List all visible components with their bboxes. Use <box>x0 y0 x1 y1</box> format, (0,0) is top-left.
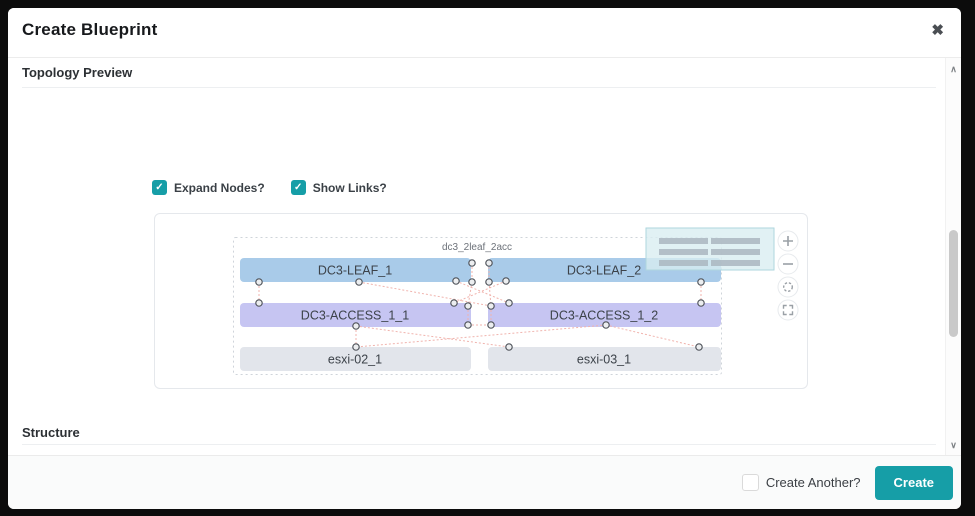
show-links-toggle[interactable]: ✓ Show Links? <box>290 180 387 195</box>
modal-scrollbar[interactable]: ∧ ∨ <box>945 58 961 455</box>
modal-header: Create Blueprint ✖ <box>8 8 961 58</box>
divider <box>22 87 936 88</box>
zoom-out-button[interactable] <box>777 253 799 275</box>
node-access11[interactable] <box>240 303 471 327</box>
minimap-node-bars <box>659 238 760 266</box>
node-leaf1[interactable] <box>240 258 471 282</box>
node-leaf2-label: DC3-LEAF_2 <box>567 264 641 278</box>
node-esxi02[interactable] <box>240 347 471 371</box>
create-blueprint-modal: Create Blueprint ✖ Topology Preview ✓ Ex… <box>8 8 961 509</box>
topology-minimap[interactable] <box>645 227 775 271</box>
rack-boundary <box>233 237 722 375</box>
scroll-up-icon[interactable]: ∧ <box>950 64 957 74</box>
show-links-label[interactable]: Show Links? <box>312 180 387 195</box>
expand-nodes-toggle[interactable]: ✓ Expand Nodes? <box>152 180 265 195</box>
create-button[interactable]: Create <box>874 465 953 500</box>
topology-options: ✓ Expand Nodes? ✓ Show Links? <box>152 180 387 195</box>
close-icon[interactable]: ✖ <box>931 22 944 39</box>
node-esxi03[interactable] <box>488 347 721 371</box>
topology-svg: dc3_2leaf_2acc DC3-LEAF_1 DC3-LEAF_2 DC3… <box>233 227 799 375</box>
plus-icon <box>783 236 793 246</box>
node-access12[interactable] <box>488 303 721 327</box>
interface-dots <box>255 259 705 351</box>
scrollbar-thumb[interactable] <box>949 230 958 337</box>
rack-group-label: dc3_2leaf_2acc <box>442 242 512 253</box>
divider <box>22 444 936 445</box>
topology-preview-heading: Topology Preview <box>22 65 133 80</box>
expand-nodes-label[interactable]: Expand Nodes? <box>174 180 265 195</box>
structure-heading: Structure <box>22 425 80 440</box>
checkbox-checked-icon[interactable]: ✓ <box>152 180 167 195</box>
node-access11-label: DC3-ACCESS_1_1 <box>301 309 409 323</box>
checkbox-checked-icon[interactable]: ✓ <box>290 180 306 195</box>
fullscreen-icon <box>782 304 794 316</box>
scroll-down-icon[interactable]: ∨ <box>950 440 957 450</box>
create-another-label[interactable]: Create Another? <box>765 475 861 490</box>
modal-title: Create Blueprint <box>22 20 158 39</box>
topology-preview-canvas[interactable]: dc3_2leaf_2acc DC3-LEAF_1 DC3-LEAF_2 DC3… <box>154 213 808 389</box>
zoom-in-button[interactable] <box>777 230 799 252</box>
create-another-checkbox[interactable] <box>741 474 759 491</box>
fit-button[interactable] <box>777 299 799 321</box>
locate-icon <box>783 281 794 292</box>
center-button[interactable] <box>777 276 799 298</box>
node-leaf1-label: DC3-LEAF_1 <box>318 264 392 278</box>
node-access12-label: DC3-ACCESS_1_2 <box>550 309 658 323</box>
topology-controls <box>777 230 799 321</box>
node-esxi03-label: esxi-03_1 <box>577 353 631 367</box>
modal-body: Topology Preview ✓ Expand Nodes? ✓ Show … <box>8 58 946 509</box>
node-esxi02-label: esxi-02_1 <box>328 353 382 367</box>
modal-footer: Create Another? Create <box>8 455 961 509</box>
